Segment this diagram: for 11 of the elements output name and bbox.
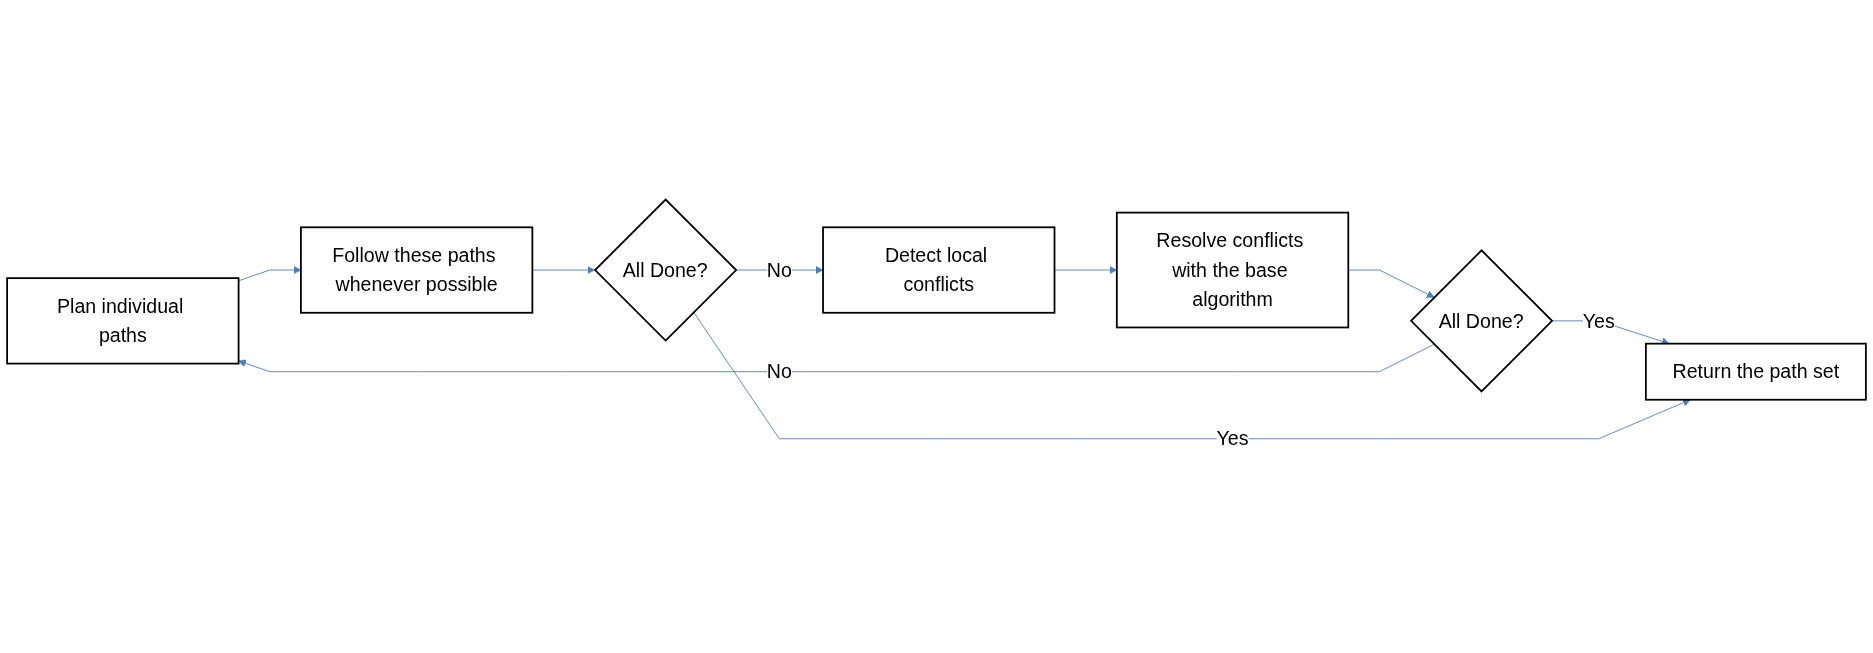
edge-label: No <box>766 258 792 282</box>
node-box: Return the path set <box>1645 342 1867 401</box>
edge-label: Yes <box>1216 427 1249 450</box>
node-diamond: All Done? <box>1409 249 1554 393</box>
node-box: Plan individual paths <box>6 277 240 365</box>
node-box: Detect local conflicts <box>822 226 1056 314</box>
edge-label: No <box>766 360 792 383</box>
edge-label: Yes <box>1582 309 1615 332</box>
node-diamond: All Done? <box>593 198 738 342</box>
node-box: Resolve conflicts with the base algorithm <box>1115 211 1350 329</box>
node-box: Follow these paths whenever possible <box>300 226 534 314</box>
